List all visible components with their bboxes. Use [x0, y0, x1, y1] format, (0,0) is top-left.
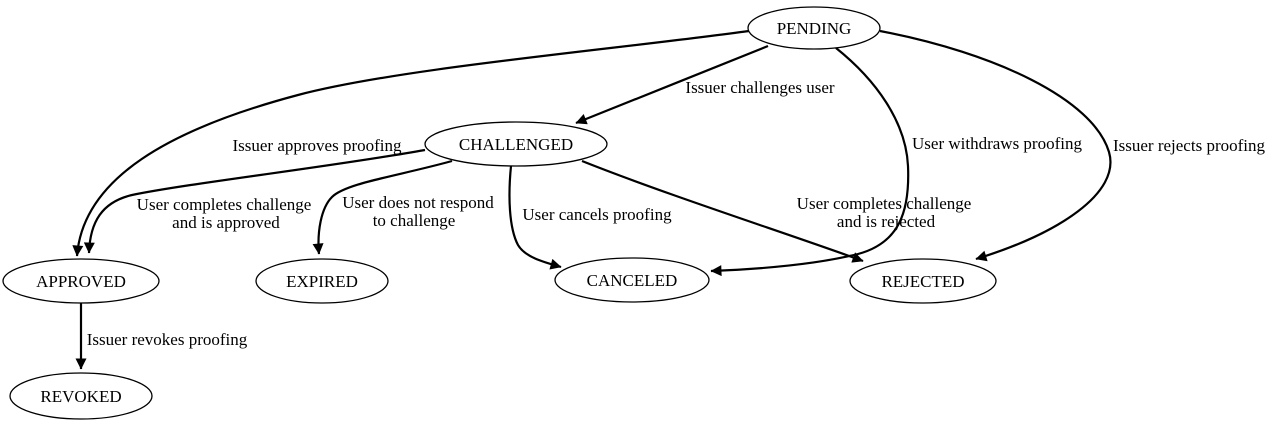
edge-label-user-completes-challenge-approved-line2: and is approved — [172, 213, 280, 232]
edge-label-user-completes-challenge-rejected-line2: and is rejected — [837, 212, 936, 231]
edge-label-user-cancels-proofing: User cancels proofing — [522, 205, 672, 224]
edge-label-user-does-not-respond-line1: User does not respond — [342, 193, 494, 212]
node-rejected: REJECTED — [849, 258, 997, 304]
node-revoked-label: REVOKED — [40, 387, 121, 406]
node-canceled-label: CANCELED — [587, 271, 678, 290]
node-challenged: CHALLENGED — [424, 121, 608, 167]
edge-pending-rejected — [879, 29, 1112, 262]
node-expired: EXPIRED — [255, 258, 389, 304]
edge-pending-challenged — [575, 44, 769, 125]
node-approved-label: APPROVED — [36, 272, 126, 291]
node-approved-shape — [2, 258, 160, 304]
node-approved: APPROVED — [2, 258, 160, 304]
node-challenged-label: CHALLENGED — [459, 135, 573, 154]
node-rejected-shape — [849, 258, 997, 304]
edge-label-issuer-revokes-proofing: Issuer revokes proofing — [87, 330, 248, 349]
edge-label-issuer-approves-proofing: Issuer approves proofing — [232, 136, 402, 155]
node-canceled: CANCELED — [554, 257, 710, 303]
edge-pending-canceled — [710, 47, 910, 277]
edge-label-user-completes-challenge-rejected-line1: User completes challenge — [797, 194, 972, 213]
edge-label-user-does-not-respond-line2: to challenge — [373, 211, 456, 230]
edge-challenged-canceled — [508, 165, 562, 270]
node-revoked: REVOKED — [9, 372, 153, 420]
node-rejected-label: REJECTED — [881, 272, 964, 291]
node-expired-shape — [255, 258, 389, 304]
edge-label-user-withdraws-proofing: User withdraws proofing — [912, 134, 1082, 153]
edge-challenged-approved — [83, 148, 426, 254]
edge-label-issuer-challenges-user: Issuer challenges user — [685, 78, 835, 97]
node-revoked-shape — [9, 372, 153, 420]
node-pending-shape — [747, 6, 881, 50]
node-expired-label: EXPIRED — [286, 272, 358, 291]
node-pending-label: PENDING — [777, 19, 852, 38]
edge-label-issuer-rejects-proofing: Issuer rejects proofing — [1113, 136, 1266, 155]
edge-challenged-expired — [312, 159, 453, 255]
node-challenged-shape — [424, 121, 608, 167]
edge-pending-approved — [72, 29, 750, 257]
edge-label-user-completes-challenge-approved-line1: User completes challenge — [137, 195, 312, 214]
node-canceled-shape — [554, 257, 710, 303]
node-pending: PENDING — [747, 6, 881, 50]
edge-challenged-rejected — [581, 159, 864, 263]
